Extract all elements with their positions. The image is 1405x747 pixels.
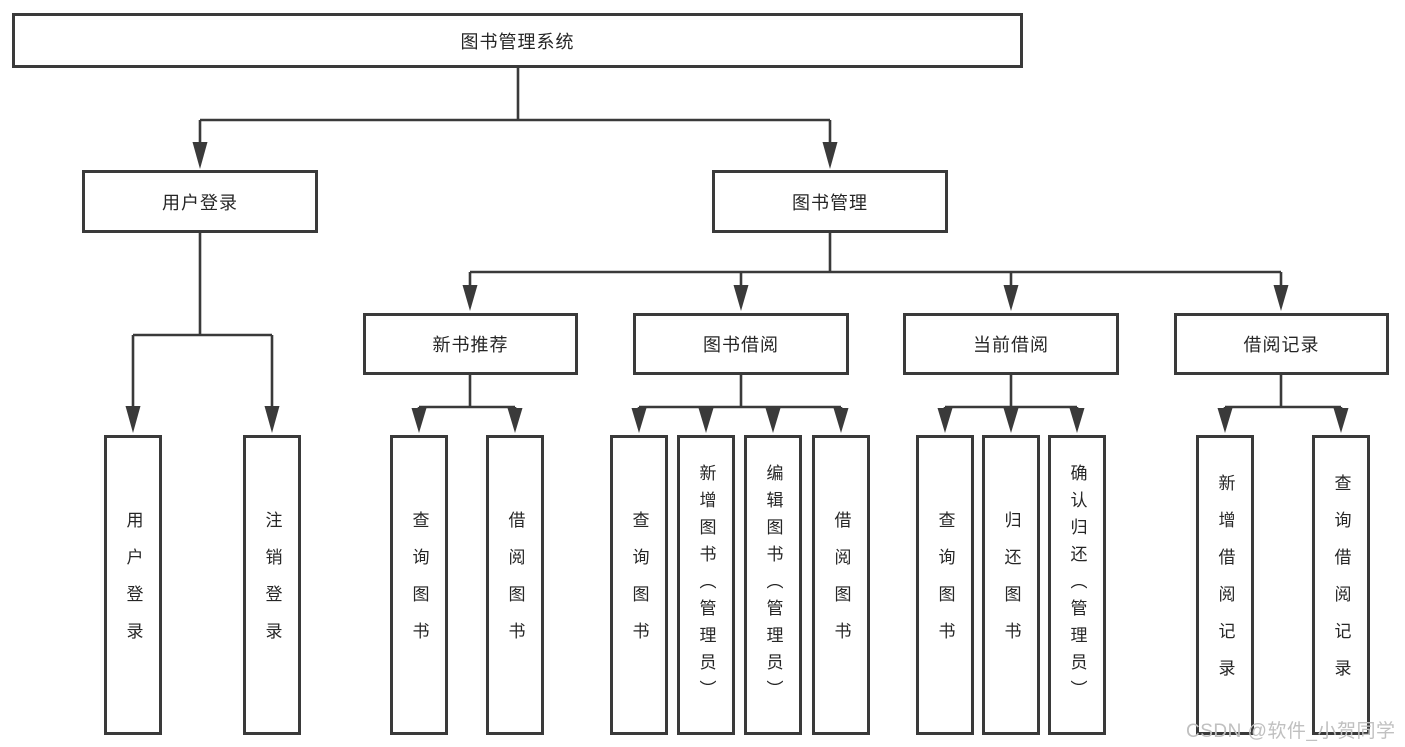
leaf-add-borrow-record: 新增借阅记录 (1196, 435, 1254, 735)
node-user-login: 用户登录 (82, 170, 318, 233)
leaf-query-book-1: 查询图书 (390, 435, 448, 735)
leaf-query-borrow-record-label: 查询借阅记录 (1331, 474, 1351, 696)
leaf-add-book-admin: 新增图书（管理员） (677, 435, 735, 735)
connector-borrow-record-children (1217, 375, 1349, 433)
leaf-query-book-1-label: 查询图书 (409, 511, 429, 659)
connector-root-to-level2 (192, 68, 838, 169)
leaf-logout-label: 注销登录 (262, 511, 282, 659)
node-book-management-label: 图书管理 (792, 192, 868, 213)
node-book-borrow-label: 图书借阅 (703, 335, 779, 355)
leaf-borrow-book-2: 借阅图书 (812, 435, 870, 735)
leaf-confirm-return-admin-label: 确认归还（管理员） (1067, 463, 1087, 707)
leaf-query-book-3-label: 查询图书 (935, 511, 955, 659)
leaf-borrow-book-1: 借阅图书 (486, 435, 544, 735)
leaf-edit-book-admin: 编辑图书（管理员） (744, 435, 802, 735)
connector-book-borrow-children (631, 375, 849, 433)
leaf-user-login: 用户登录 (104, 435, 162, 735)
csdn-watermark: CSDN @软件_小贺同学 (1186, 721, 1396, 742)
leaf-query-borrow-record: 查询借阅记录 (1312, 435, 1370, 735)
leaf-add-borrow-record-label: 新增借阅记录 (1215, 474, 1235, 696)
connector-new-book-children (411, 375, 523, 433)
leaf-query-book-2: 查询图书 (610, 435, 668, 735)
node-current-borrow-label: 当前借阅 (973, 335, 1049, 355)
node-book-borrow: 图书借阅 (633, 313, 849, 375)
leaf-add-book-admin-label: 新增图书（管理员） (696, 463, 716, 707)
connector-current-borrow-children (937, 375, 1085, 433)
leaf-query-book-3: 查询图书 (916, 435, 974, 735)
node-new-book-recommend-label: 新书推荐 (432, 335, 509, 355)
node-borrow-record-label: 借阅记录 (1243, 335, 1320, 355)
node-root-label: 图书管理系统 (460, 31, 575, 52)
leaf-return-book: 归还图书 (982, 435, 1040, 735)
node-root-system: 图书管理系统 (12, 13, 1023, 68)
leaf-user-login-label: 用户登录 (123, 511, 143, 659)
node-current-borrow: 当前借阅 (903, 313, 1119, 375)
leaf-confirm-return-admin: 确认归还（管理员） (1048, 435, 1106, 735)
leaf-borrow-book-1-label: 借阅图书 (505, 511, 525, 659)
node-user-login-label: 用户登录 (162, 192, 238, 213)
leaf-query-book-2-label: 查询图书 (629, 511, 649, 659)
leaf-borrow-book-2-label: 借阅图书 (831, 511, 851, 659)
node-borrow-record: 借阅记录 (1174, 313, 1389, 375)
leaf-logout: 注销登录 (243, 435, 301, 735)
leaf-edit-book-admin-label: 编辑图书（管理员） (763, 463, 783, 707)
node-new-book-recommend: 新书推荐 (363, 313, 578, 375)
leaf-return-book-label: 归还图书 (1001, 511, 1021, 659)
connector-user-login-children (125, 233, 280, 433)
node-book-management: 图书管理 (712, 170, 948, 233)
connector-book-management-to-level3 (462, 233, 1289, 311)
